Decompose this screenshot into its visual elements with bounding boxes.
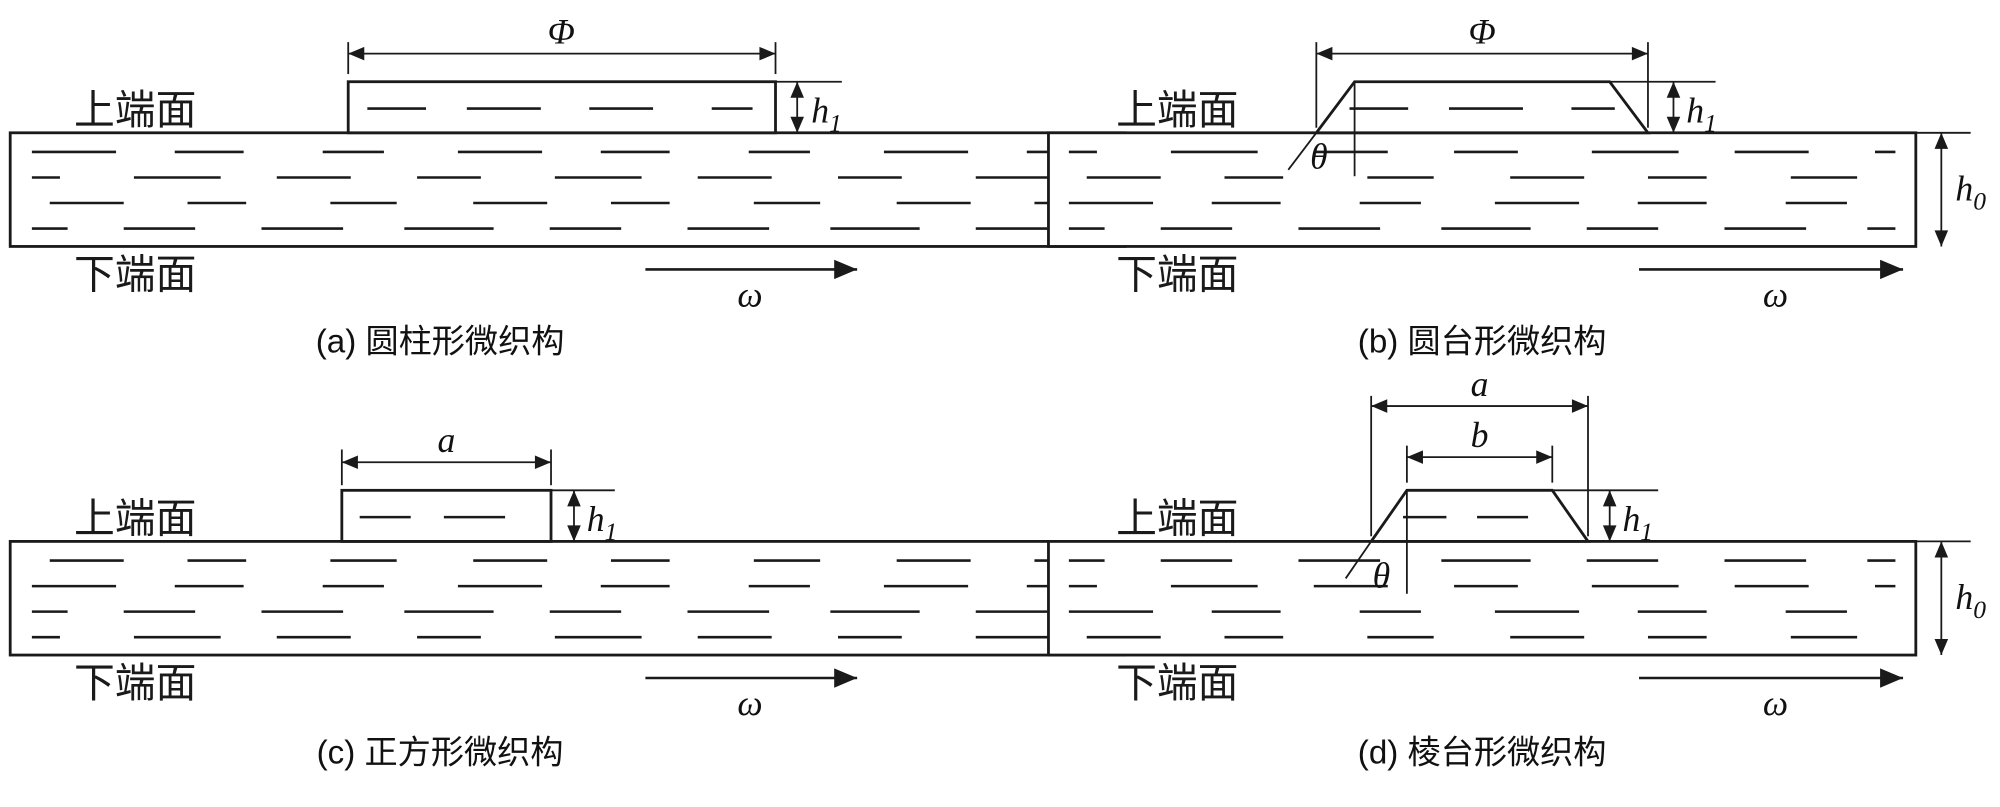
label-plate-height: h0 (1955, 168, 1986, 215)
texture-bump (1368, 488, 1591, 543)
caption-c: (c) 正方形微织构 (317, 735, 564, 772)
caption-d: (d) 棱台形微织构 (1358, 735, 1607, 772)
rotation-direction: ω (645, 668, 858, 723)
label-top-face: 上端面 (1116, 495, 1238, 541)
label-bump-height-base: h (811, 91, 829, 131)
panel-b: Φ θ h1 h0 上端面 下端面 ω (b) 圆台形微织构 (1047, 11, 1986, 360)
label-width: Φ (1469, 11, 1496, 51)
label-bump-height-base: h (587, 499, 605, 539)
panel-a: Φ h1 h0 上端面 下端面 ω (a) 圆柱形微织构 (8, 11, 1199, 360)
label-angle: θ (1310, 137, 1328, 177)
label-plate-height-sub: 0 (1973, 595, 1986, 624)
dimension-bump-height: h1 (551, 489, 618, 546)
angle-annotation: θ (1287, 81, 1356, 177)
label-omega: ω (737, 683, 762, 723)
plate-cross-section (1047, 540, 1918, 657)
angle-annotation: θ (1344, 490, 1408, 595)
label-plate-height-sub: 0 (1973, 186, 1986, 215)
label-width: a (438, 420, 456, 460)
label-bump-height-base: h (1622, 499, 1640, 539)
label-angle: θ (1373, 555, 1391, 595)
label-bump-height-sub: 1 (605, 517, 618, 546)
dimension-width: a (340, 420, 552, 486)
rotation-direction: ω (1639, 259, 1904, 314)
dimension-width-outer: a (1370, 364, 1589, 537)
label-omega: ω (737, 274, 762, 314)
rotation-direction: ω (645, 259, 858, 314)
dimension-plate-height: h0 (1915, 540, 1986, 656)
panel-d: a b θ h1 h0 上端面 下端面 ω (d) (1047, 364, 1986, 772)
caption-a: (a) 圆柱形微织构 (316, 323, 565, 360)
label-bump-height-base: h (1686, 91, 1704, 131)
dimension-width: Φ (1315, 11, 1649, 128)
dimension-bump-height: h1 (775, 80, 842, 138)
label-bottom-face: 下端面 (74, 252, 196, 298)
label-bottom-face: 下端面 (1116, 660, 1238, 706)
rotation-direction: ω (1639, 668, 1904, 723)
label-plate-height: h0 (1955, 577, 1986, 624)
label-omega: ω (1763, 683, 1788, 723)
panel-c: a h1 h0 上端面 下端面 ω (c) 正方形微织构 (8, 420, 1199, 772)
label-omega: ω (1763, 274, 1788, 314)
label-width: Φ (548, 11, 575, 51)
dimension-plate-height: h0 (1915, 131, 1986, 247)
label-bump-height: h1 (1686, 91, 1717, 138)
label-width-outer: a (1471, 364, 1489, 404)
angle-slant-extension (1344, 540, 1372, 579)
label-top-face: 上端面 (74, 495, 196, 541)
label-plate-height-base: h (1955, 168, 1973, 208)
label-bump-height: h1 (1622, 499, 1653, 546)
label-width-inner: b (1471, 415, 1489, 455)
dimension-width-inner: b (1405, 415, 1554, 483)
label-bottom-face: 下端面 (1116, 252, 1238, 298)
dimension-bump-height: h1 (1609, 80, 1717, 138)
caption-b: (b) 圆台形微织构 (1358, 323, 1607, 360)
label-bump-height: h1 (811, 91, 842, 138)
texture-bump (346, 80, 777, 135)
label-top-face: 上端面 (1116, 87, 1238, 133)
dimension-bump-height: h1 (1552, 489, 1659, 546)
texture-bump (340, 488, 553, 543)
label-top-face: 上端面 (74, 87, 196, 133)
label-bump-height: h1 (587, 499, 618, 546)
label-bump-height-sub: 1 (1640, 517, 1653, 546)
dimension-width: Φ (347, 11, 777, 75)
label-plate-height-base: h (1955, 577, 1973, 617)
label-bump-height-sub: 1 (1704, 109, 1717, 138)
angle-slant-extension (1287, 132, 1318, 171)
label-bottom-face: 下端面 (74, 660, 196, 706)
label-bump-height-sub: 1 (829, 109, 842, 138)
